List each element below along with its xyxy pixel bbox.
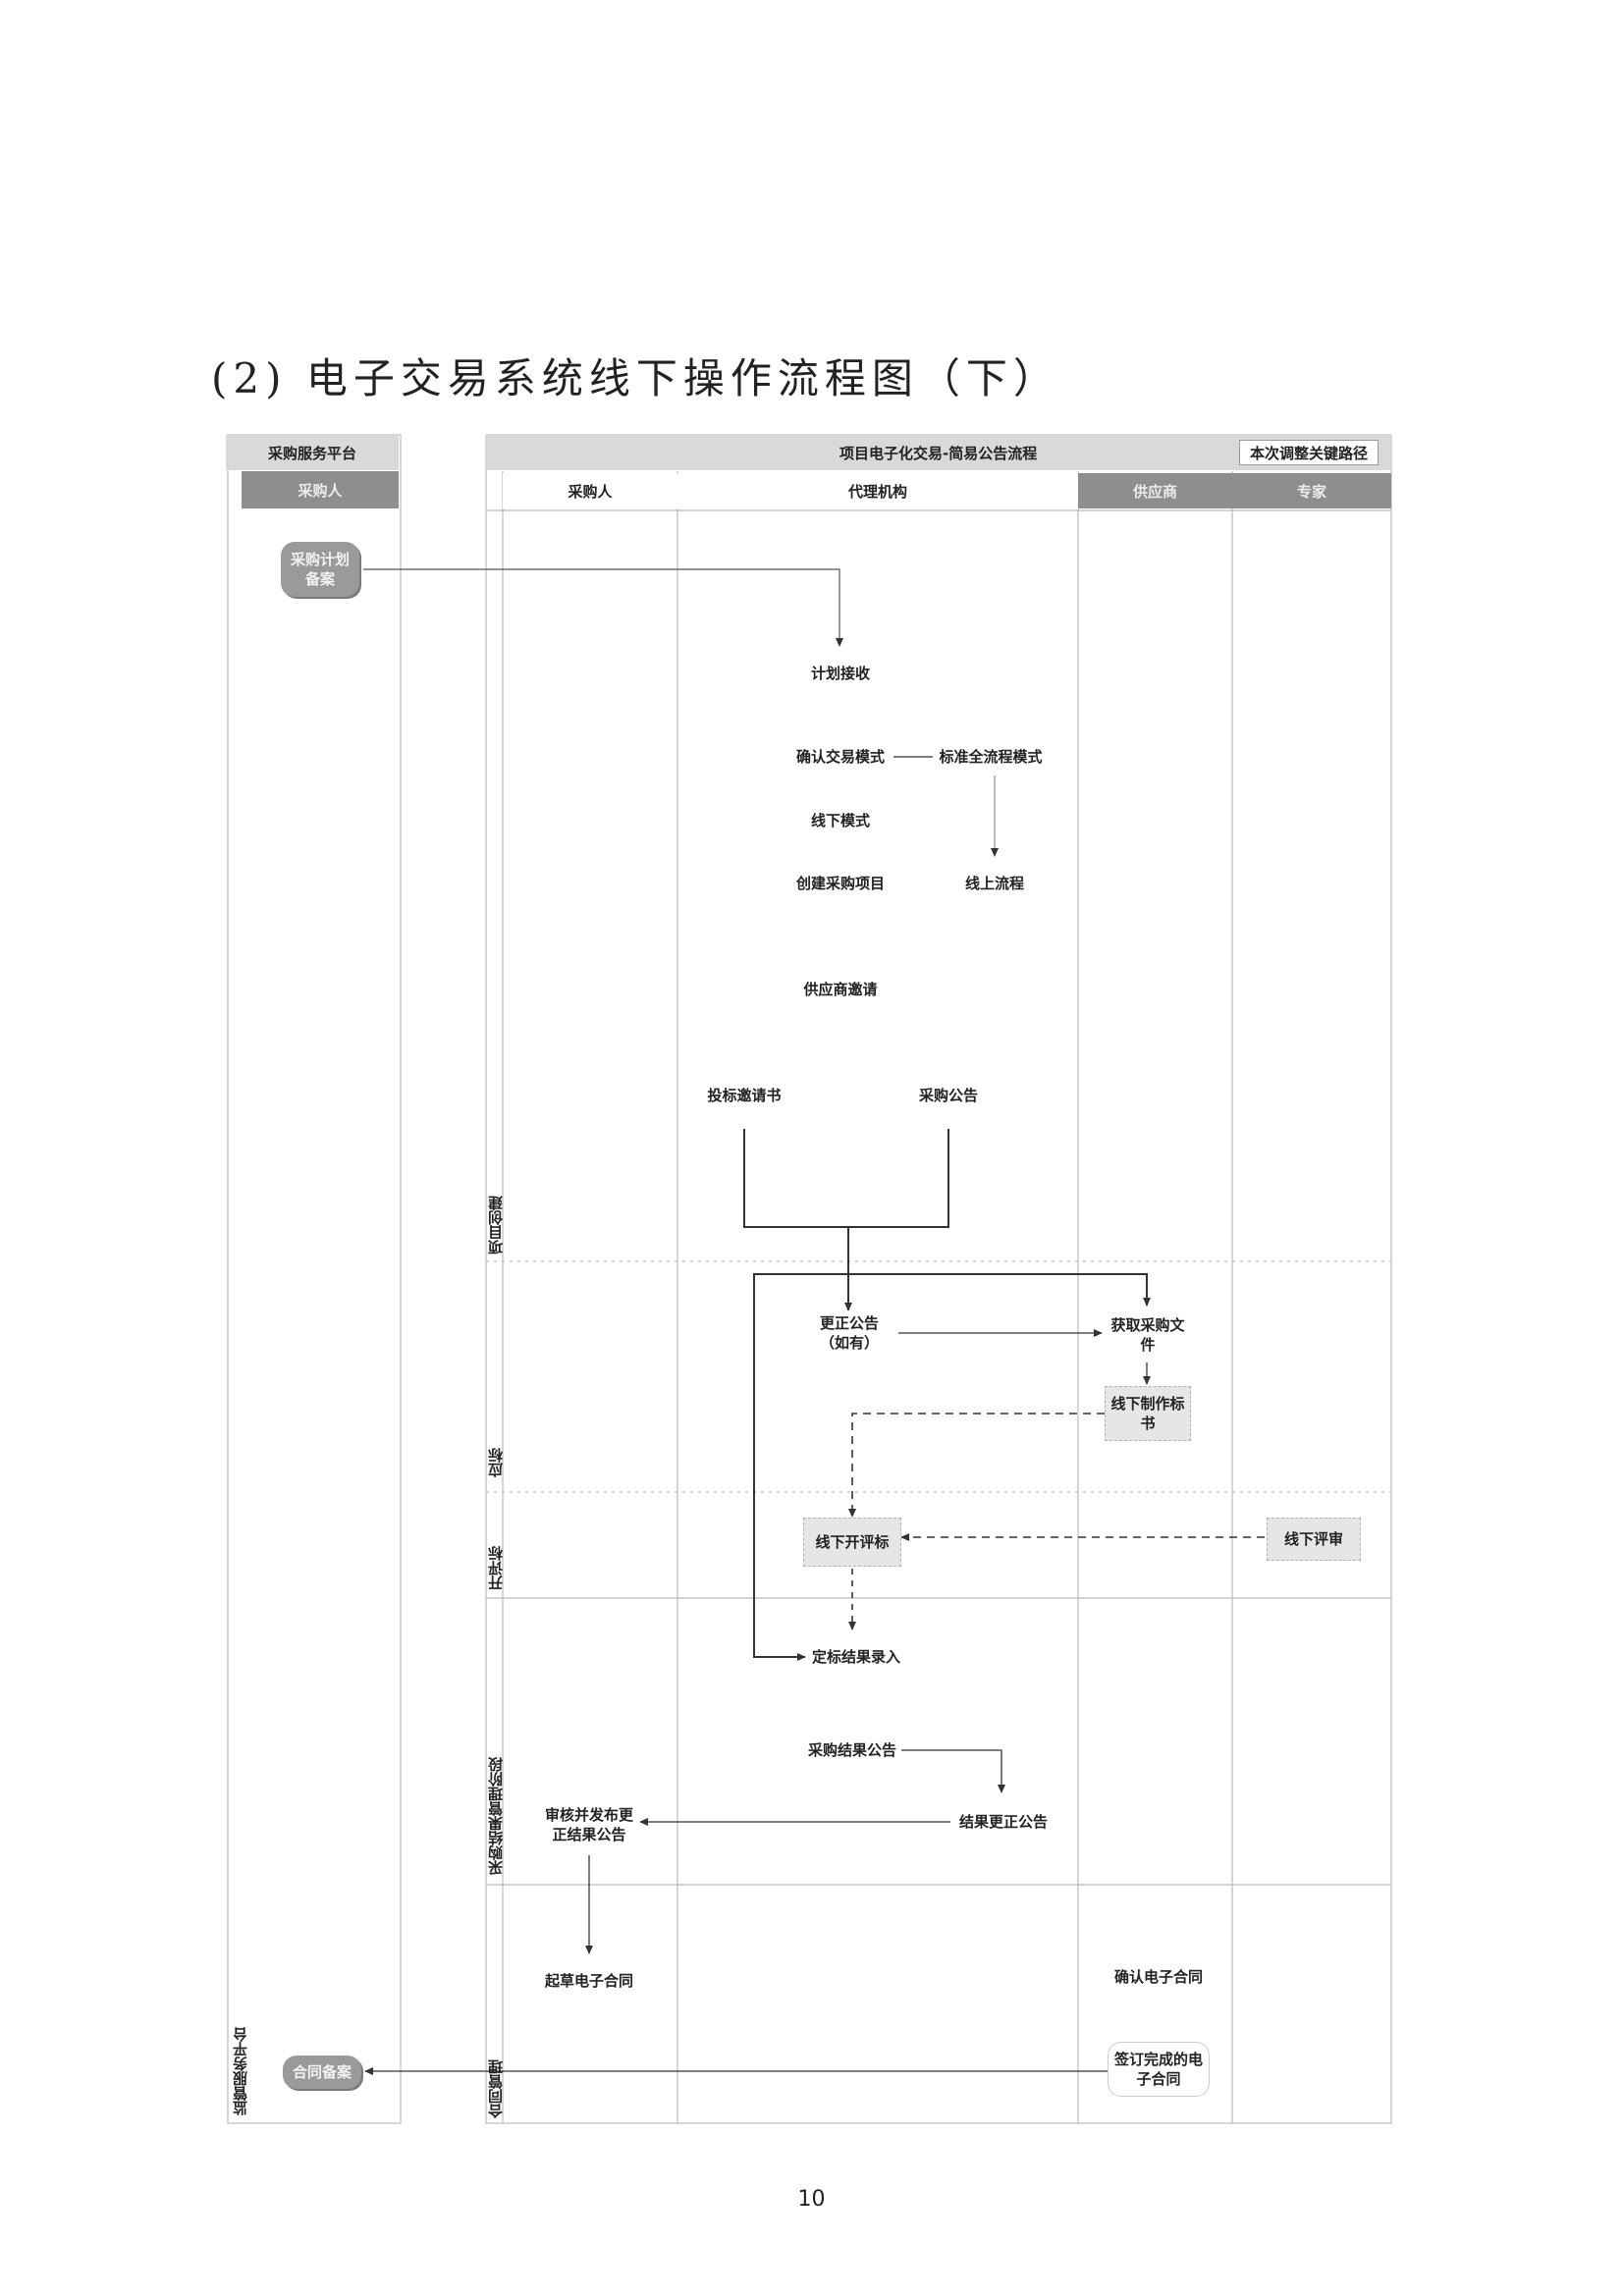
left-pool-title: 采购服务平台 <box>226 435 399 470</box>
node-plan-receive: 计划接收 <box>787 656 893 691</box>
node-plan-filing: 采购计划 备案 <box>281 542 359 597</box>
node-result-correction: 结果更正公告 <box>952 1804 1055 1840</box>
node-standard-mode: 标准全流程模式 <box>933 739 1049 774</box>
node-correction-notice: 更正公告 （如有） <box>800 1310 898 1356</box>
lane-header-purchaser: 采购人 <box>503 473 677 508</box>
node-offline-mode: 线下模式 <box>787 803 893 838</box>
lane-header-expert: 专家 <box>1232 473 1391 508</box>
phase-label-bid-response: 应标 <box>487 1448 505 1477</box>
legend-label: 本次调整关键路径 <box>1239 440 1379 465</box>
lane-header-supplier: 供应商 <box>1078 473 1232 508</box>
node-create-project: 创建采购项目 <box>787 866 893 901</box>
node-offline-review: 线下评审 <box>1267 1518 1361 1561</box>
phase-label-bid-opening: 开评标 <box>487 1546 505 1590</box>
node-confirm-mode: 确认交易模式 <box>787 739 893 774</box>
node-bid-invitation: 投标邀请书 <box>697 1078 791 1113</box>
page-number: 10 <box>797 2187 826 2212</box>
phase-label-contract-management: 合同管理 <box>487 2059 505 2118</box>
node-get-documents: 获取采购文 件 <box>1105 1308 1191 1362</box>
node-make-bid: 线下制作标 书 <box>1105 1386 1191 1441</box>
node-contract-filing: 合同备案 <box>283 2056 361 2089</box>
page-heading: (2) 电子交易系统线下操作流程图（下） <box>211 354 1060 402</box>
node-supplier-invite: 供应商邀请 <box>787 972 893 1007</box>
phase-label-result-management: 采购结果管理阶段 <box>487 1757 505 1875</box>
left-pool-lane-purchaser: 采购人 <box>242 471 399 508</box>
left-pool-bottom-label: 监管服务平台 <box>232 2027 249 2115</box>
node-award-entry: 定标结果录入 <box>807 1639 905 1675</box>
lane-header-agency: 代理机构 <box>677 473 1078 508</box>
node-online-flow: 线上流程 <box>945 866 1045 901</box>
node-draft-contract: 起草电子合同 <box>538 1963 640 1999</box>
node-confirm-contract: 确认电子合同 <box>1108 1959 1210 1995</box>
node-sign-contract: 签订完成的电 子合同 <box>1108 2042 1210 2097</box>
node-result-notice: 采购结果公告 <box>803 1733 901 1768</box>
phase-label-project-creation: 项目创建 <box>487 1196 505 1255</box>
node-procurement-notice: 采购公告 <box>905 1078 992 1113</box>
node-offline-opening: 线下开评标 <box>803 1518 901 1567</box>
node-review-publish: 审核并发布更 正结果公告 <box>538 1798 640 1851</box>
